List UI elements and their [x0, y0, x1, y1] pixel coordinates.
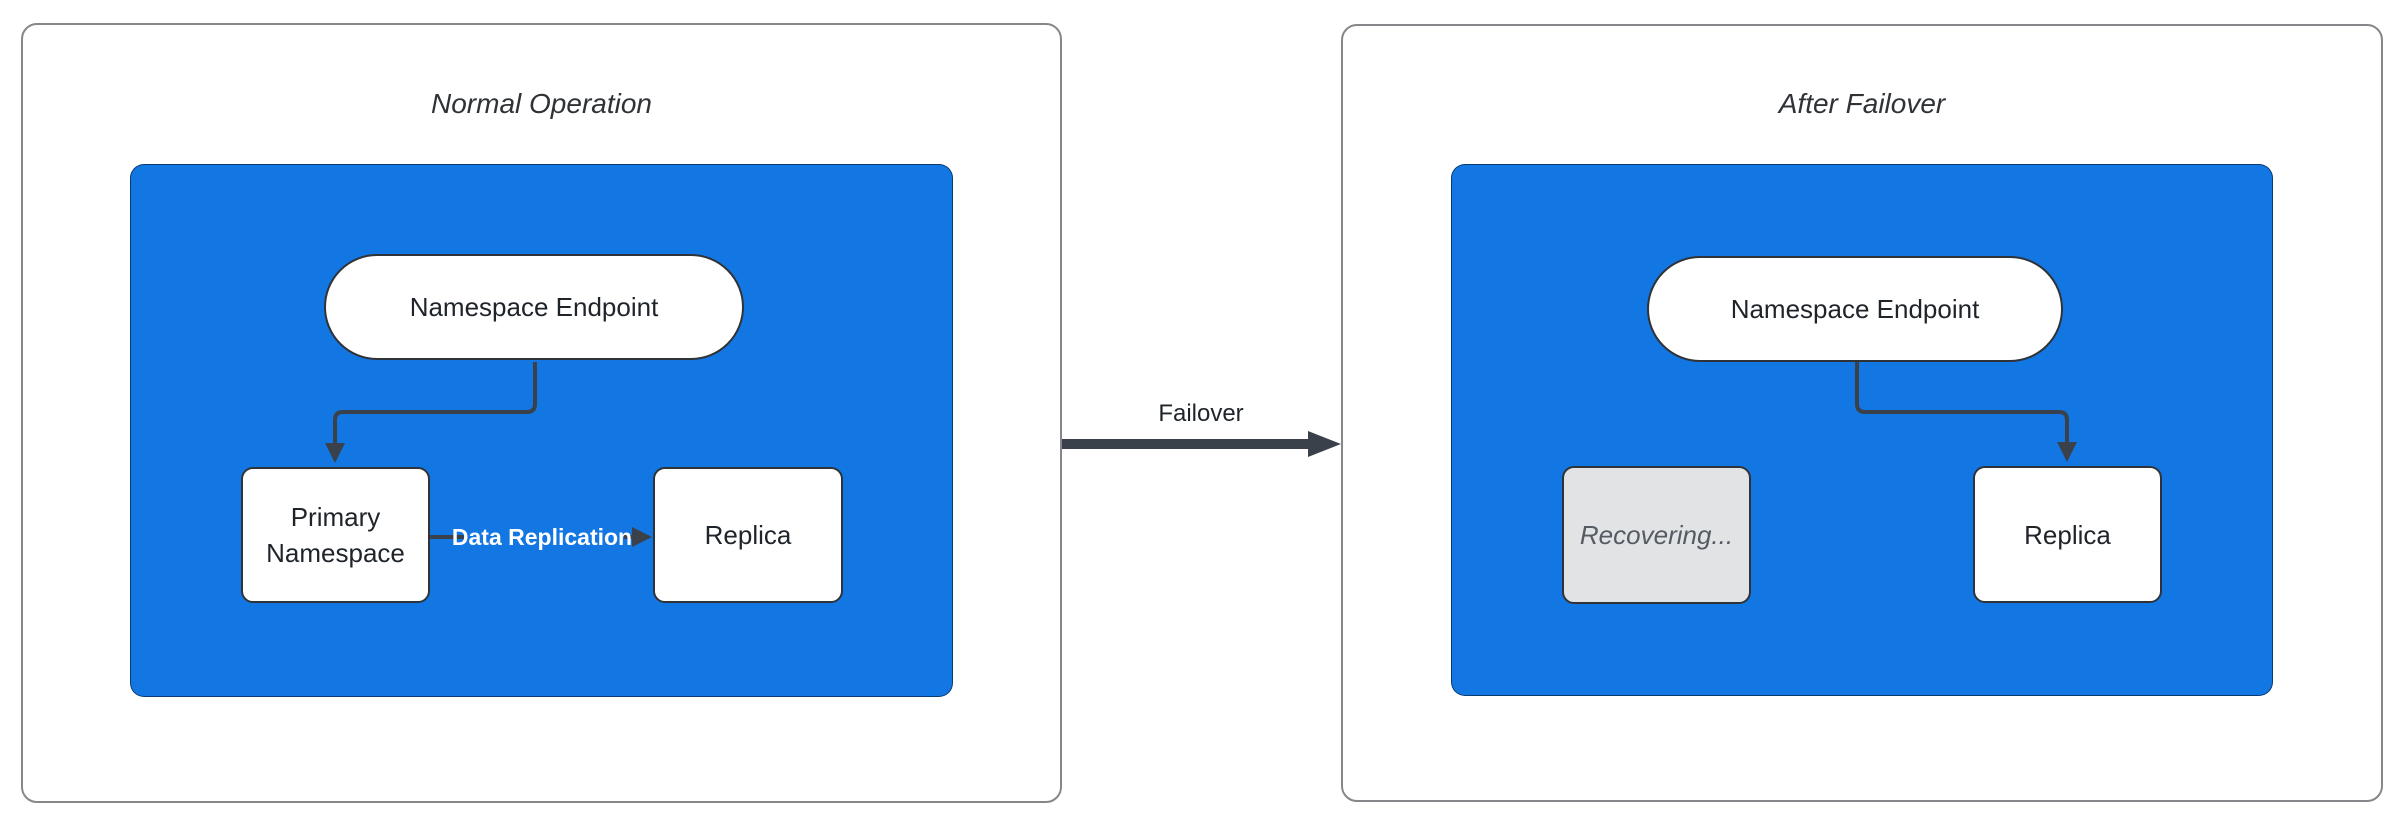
container-normal-operation	[130, 164, 953, 697]
endpoint-to-replica-arrow-icon	[1855, 362, 2077, 462]
container-after-failover	[1451, 164, 2273, 696]
node-recovering: Recovering...	[1562, 466, 1751, 604]
node-label: Namespace Endpoint	[1730, 294, 1980, 324]
node-label: Recovering...	[1579, 520, 1734, 550]
node-label: Replica	[704, 520, 792, 550]
node-label: Replica	[2024, 519, 2111, 550]
node-label: Namespace Endpoint	[409, 292, 659, 322]
node-primary-namespace: Primary Namespace	[241, 467, 430, 603]
edge-label-data-replication: Data Replication	[451, 523, 633, 550]
node-replica-right: Replica	[1973, 466, 2162, 603]
node-namespace-endpoint-right: Namespace Endpoint	[1647, 256, 2063, 362]
panel-title-normal-operation: Normal Operation	[431, 88, 652, 119]
endpoint-to-primary-arrow-icon	[325, 362, 537, 463]
node-label: Primary Namespace	[266, 502, 405, 568]
node-replica-left: Replica	[653, 467, 843, 603]
edge-label-failover: Failover	[1158, 400, 1244, 427]
node-namespace-endpoint-left: Namespace Endpoint	[324, 254, 744, 360]
failover-arrowhead-icon	[1308, 431, 1341, 457]
panel-title-after-failover: After Failover	[1778, 88, 1946, 119]
